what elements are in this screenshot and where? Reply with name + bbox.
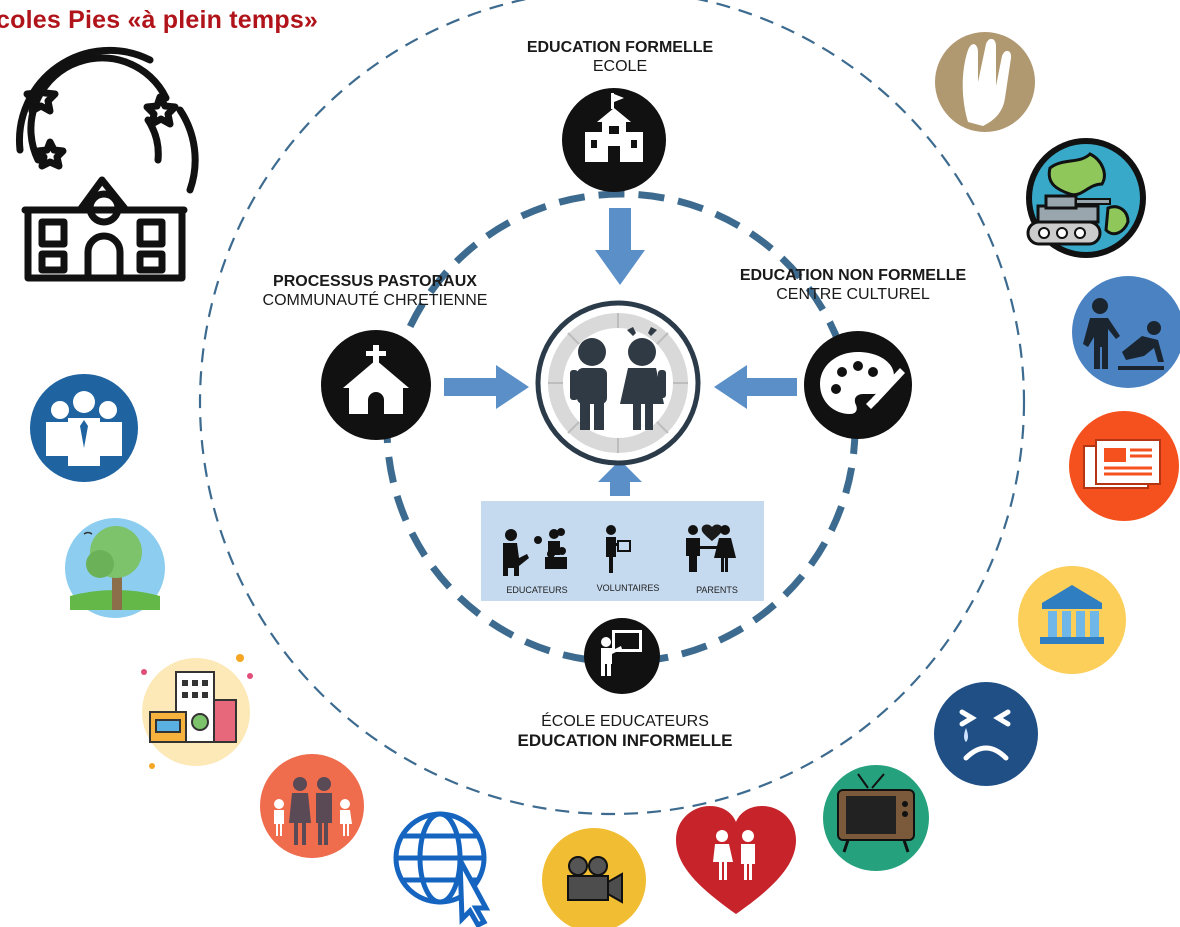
educator-children-icon xyxy=(503,528,567,576)
node-formal-title: EDUCATION FORMELLE xyxy=(526,39,714,56)
newspaper-icon xyxy=(1069,411,1179,521)
node-pastoral-title: PROCESSUS PASTORAUX xyxy=(273,273,477,290)
school-church-icon xyxy=(562,88,666,192)
palette-icon xyxy=(804,331,912,439)
actor-label-parents: PARENTS xyxy=(696,585,738,595)
node-label-formal: EDUCATION FORMELLE ECOLE xyxy=(490,38,750,76)
node-label-nonformal: EDUCATION NON FORMELLE CENTRE CULTUREL xyxy=(738,266,968,304)
arrow-left xyxy=(714,365,797,409)
helping-person-icon xyxy=(1072,276,1180,388)
teacher-board-icon xyxy=(584,618,660,694)
globe-cursor-icon xyxy=(393,811,491,927)
node-informal-title: EDUCATION INFORMELLE xyxy=(517,731,733,750)
praying-hands-icon xyxy=(935,32,1035,132)
arrow-up xyxy=(598,460,642,496)
node-nonformal-subtitle: CENTRE CULTUREL xyxy=(776,286,930,303)
sad-face-icon xyxy=(934,682,1038,786)
node-pastoral-subtitle: COMMUNAUTÉ CHRETIENNE xyxy=(262,292,488,309)
city-buildings-icon xyxy=(141,654,253,769)
church-icon xyxy=(321,330,431,440)
actor-label-educateurs: EDUCATEURS xyxy=(506,585,567,595)
children-seal-icon xyxy=(535,300,701,466)
arrow-right xyxy=(444,365,529,409)
television-icon xyxy=(823,765,929,871)
actor-label-voluntaires: VOLUNTAIRES xyxy=(597,583,660,593)
tree-icon xyxy=(65,518,165,618)
outer-dashed-ring xyxy=(199,0,1025,815)
parents-heart-icon xyxy=(686,524,736,572)
museum-icon xyxy=(1018,566,1126,674)
page-title: coles Pies «à plein temps» xyxy=(0,6,319,34)
school-stars-icon xyxy=(16,46,199,282)
film-camera-icon xyxy=(542,828,646,927)
node-label-pastoral: PROCESSUS PASTORAUX COMMUNAUTÉ CHRETIENN… xyxy=(230,272,520,310)
globe-tank-icon xyxy=(1026,138,1146,258)
volunteer-icon xyxy=(606,525,631,573)
node-informal-subtitle: ÉCOLE EDUCATEURS xyxy=(541,713,709,730)
couple-heart-icon xyxy=(676,806,796,914)
node-formal-subtitle: ECOLE xyxy=(592,58,648,75)
actor-panel: EDUCATEURS VOLUNTAIRES PARENTS xyxy=(481,501,764,601)
arrow-down xyxy=(595,208,645,285)
family-icon xyxy=(260,754,364,858)
workers-group-icon xyxy=(30,374,138,482)
node-nonformal-title: EDUCATION NON FORMELLE xyxy=(739,267,967,284)
node-label-informal: ÉCOLE EDUCATEURS EDUCATION INFORMELLE xyxy=(480,712,770,750)
